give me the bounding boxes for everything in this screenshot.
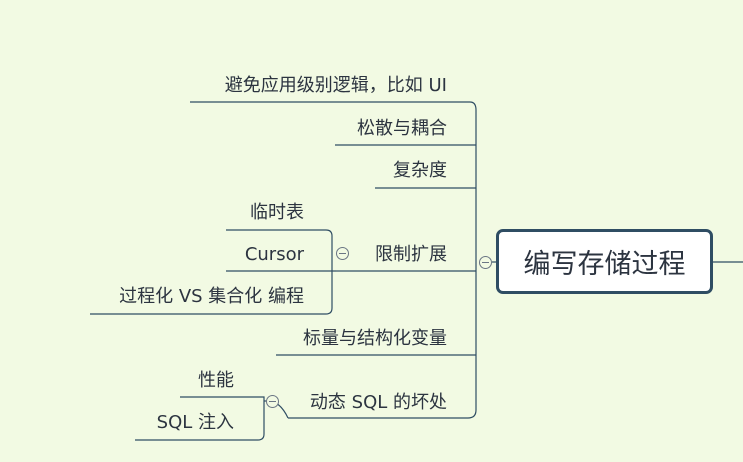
- sub-label-temp-table[interactable]: 临时表: [250, 202, 304, 223]
- main-spine: [467, 110, 477, 419]
- sub-label-cursor[interactable]: Cursor: [244, 244, 304, 265]
- branch-label-ui[interactable]: 避免应用级别逻辑，比如 UI: [224, 75, 447, 96]
- sub-label-procedural-vs-set[interactable]: 过程化 VS 集合化 编程: [119, 286, 304, 307]
- branch-curve-ui: [469, 101, 477, 111]
- branch-label-complexity[interactable]: 复杂度: [393, 160, 447, 181]
- collapse-toggle-dynamic-sql[interactable]: [266, 395, 279, 408]
- collapse-toggle-central[interactable]: [479, 256, 492, 269]
- sub-label-performance[interactable]: 性能: [198, 370, 234, 391]
- branch-label-coupling[interactable]: 松散与耦合: [357, 118, 447, 139]
- branch-label-extension[interactable]: 限制扩展: [375, 244, 447, 265]
- collapse-toggle-extension[interactable]: [336, 247, 349, 260]
- branch-label-dynamic-sql[interactable]: 动态 SQL 的坏处: [309, 392, 447, 413]
- branch-label-scalar[interactable]: 标量与结构化变量: [303, 328, 447, 349]
- central-topic[interactable]: 编写存储过程: [496, 229, 713, 294]
- sub-spine-extension: [90, 229, 333, 315]
- sub-spine-dynamic-sql: [135, 396, 265, 441]
- sub-label-sql-injection[interactable]: SQL 注入: [156, 412, 234, 433]
